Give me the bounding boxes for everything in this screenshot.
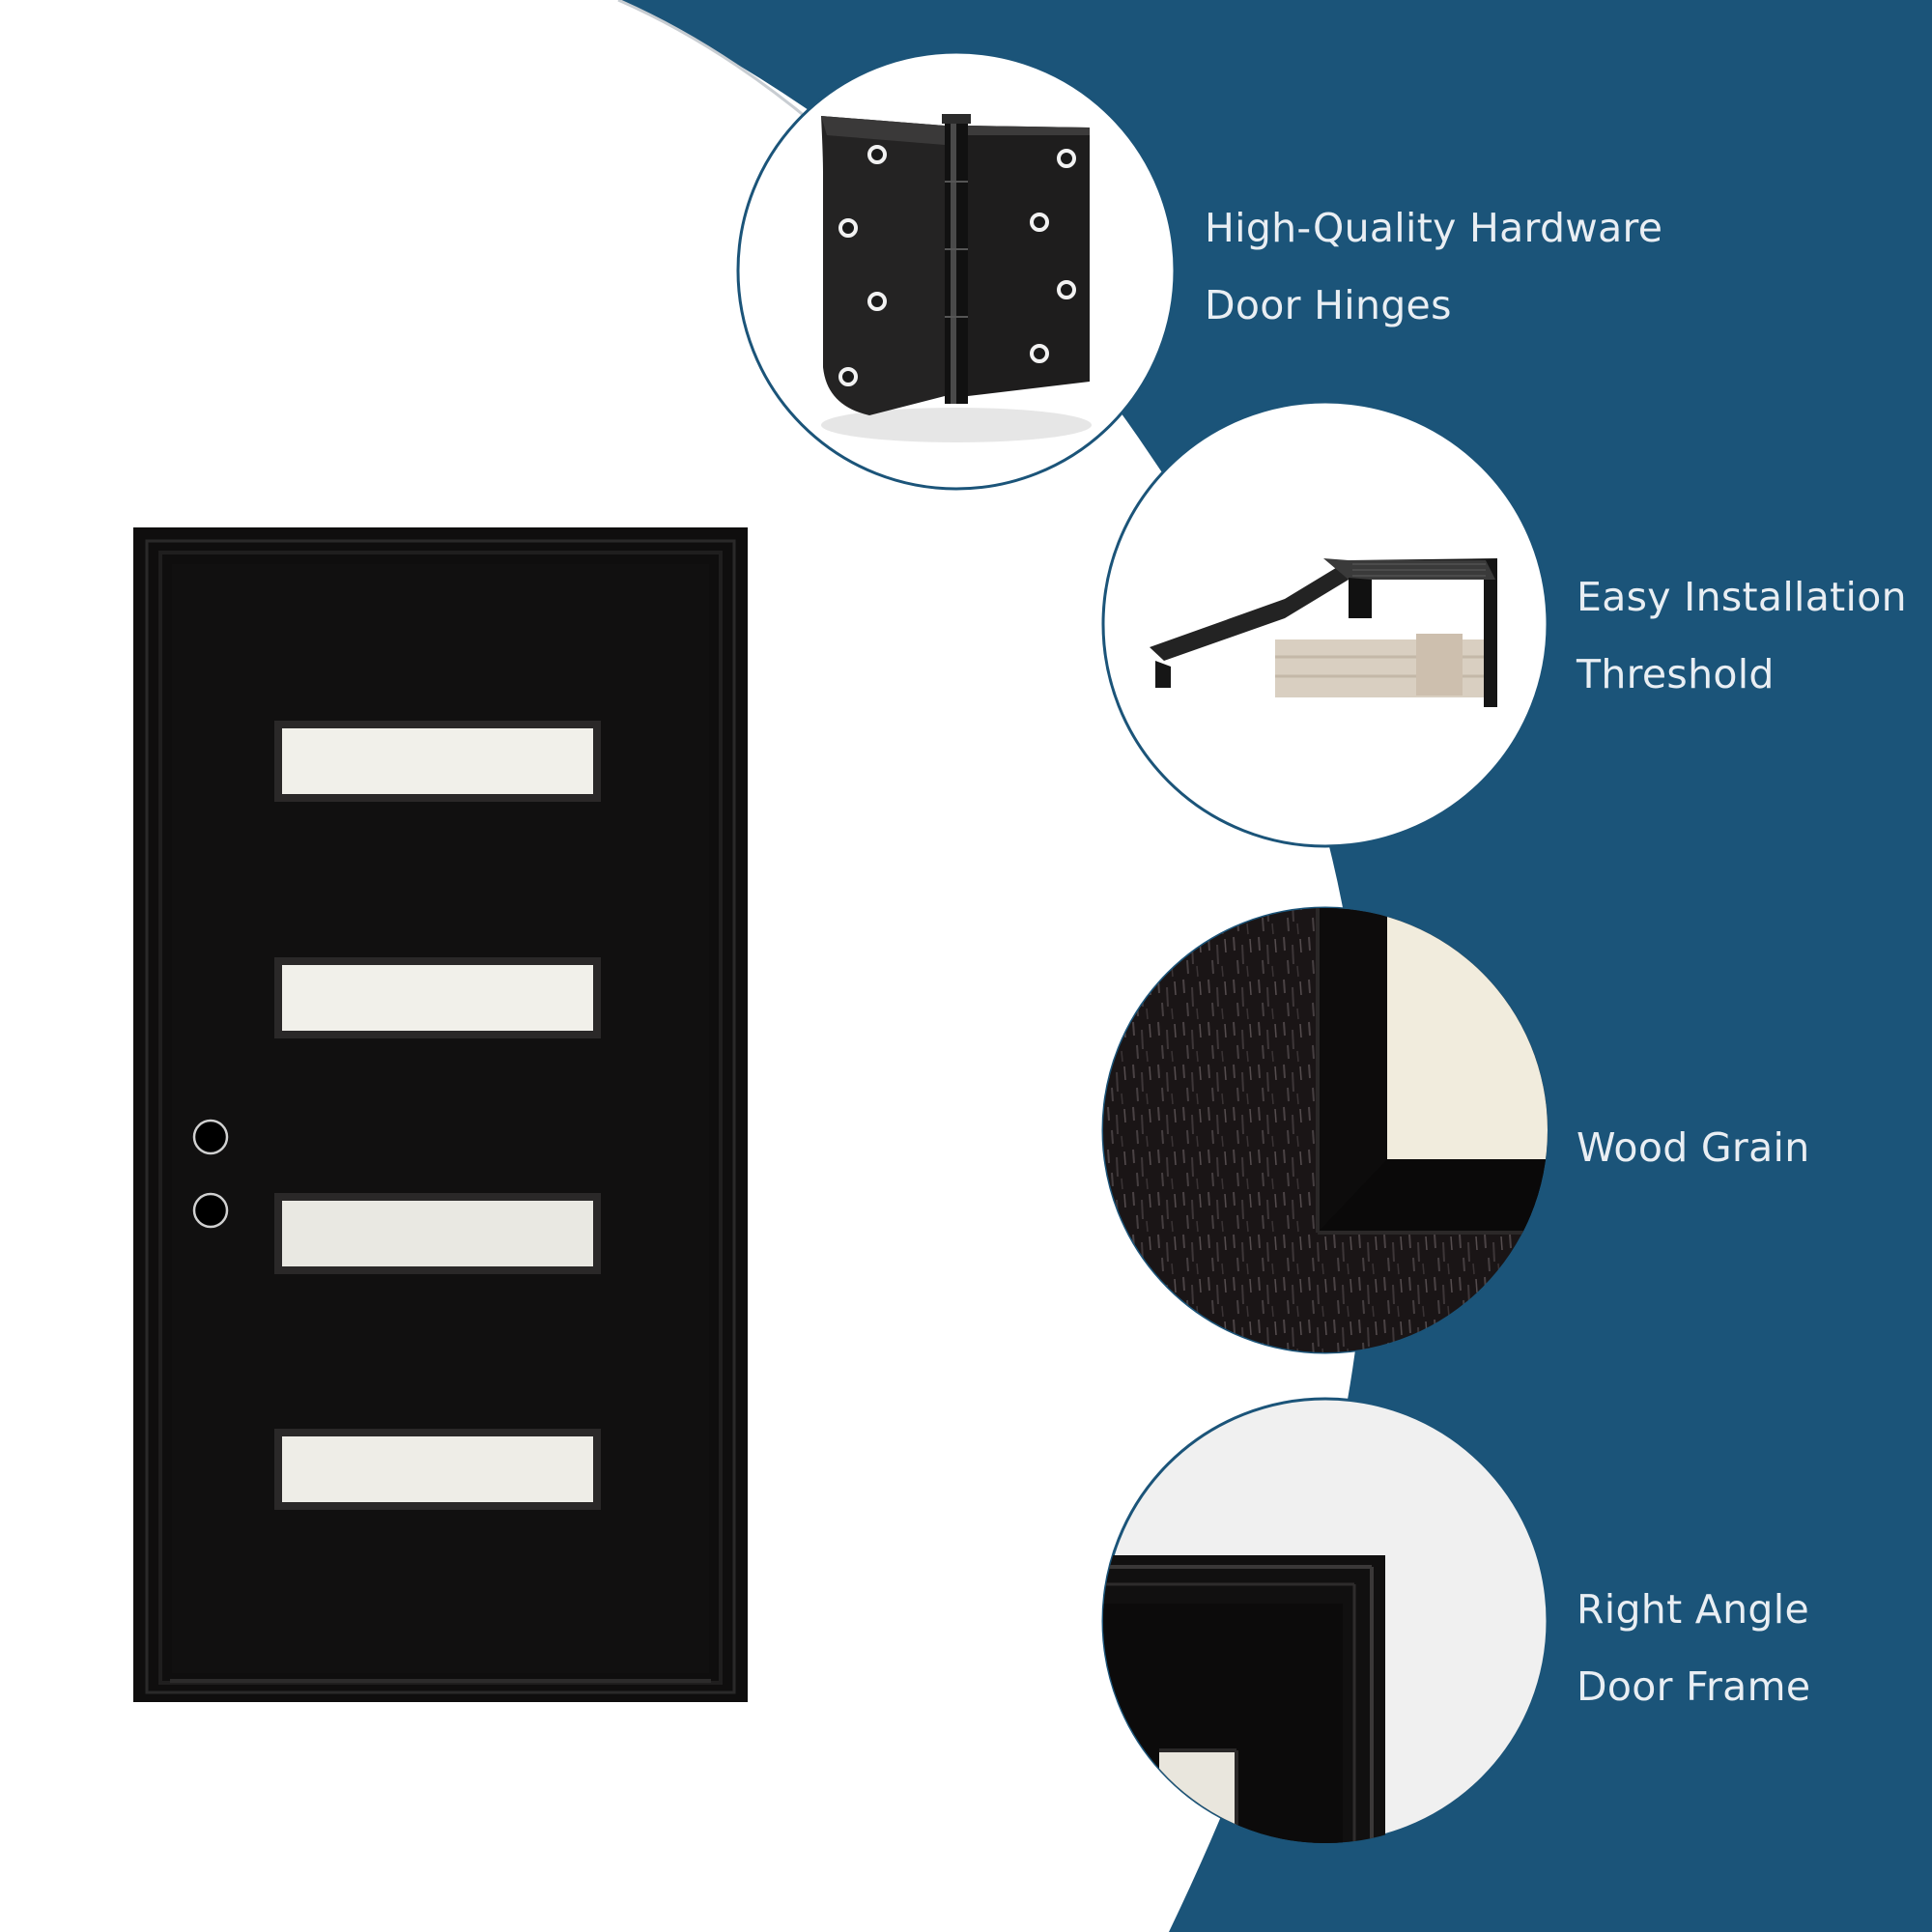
glass-panel [274, 1429, 601, 1510]
feature-circle-door-frame [1101, 1397, 1549, 1845]
glass-panel [274, 721, 601, 802]
lock-hole [192, 1192, 229, 1229]
glass-panel [274, 957, 601, 1038]
feature-label-threshold: Easy Installation Threshold [1577, 558, 1907, 713]
feature-label-door-frame: Right Angle Door Frame [1577, 1571, 1810, 1725]
feature-label-line: Door Frame [1577, 1663, 1811, 1710]
feature-circle-wood-grain [1101, 906, 1549, 1354]
threshold-icon [1150, 558, 1497, 707]
blue-background-panel [618, 0, 1932, 1932]
glass-panel [274, 1193, 601, 1274]
feature-label-line: Wood Grain [1577, 1124, 1810, 1171]
feature-circle-threshold [1101, 400, 1549, 848]
door-hinge-icon [821, 114, 1092, 442]
feature-label-line: Right Angle [1577, 1586, 1809, 1633]
feature-circle-hinge [736, 50, 1177, 491]
feature-label-line: Easy Installation [1577, 574, 1907, 620]
feature-label-hinge: High-Quality Hardware Door Hinges [1205, 189, 1662, 344]
door-frame-corner-icon [1103, 1555, 1385, 1843]
feature-label-line: Door Hinges [1205, 282, 1452, 328]
door-image [133, 527, 748, 1702]
feature-label-line: Threshold [1577, 651, 1775, 697]
feature-label-line: High-Quality Hardware [1205, 205, 1663, 251]
feature-label-wood-grain: Wood Grain [1577, 1109, 1810, 1186]
lock-hole [192, 1119, 229, 1155]
